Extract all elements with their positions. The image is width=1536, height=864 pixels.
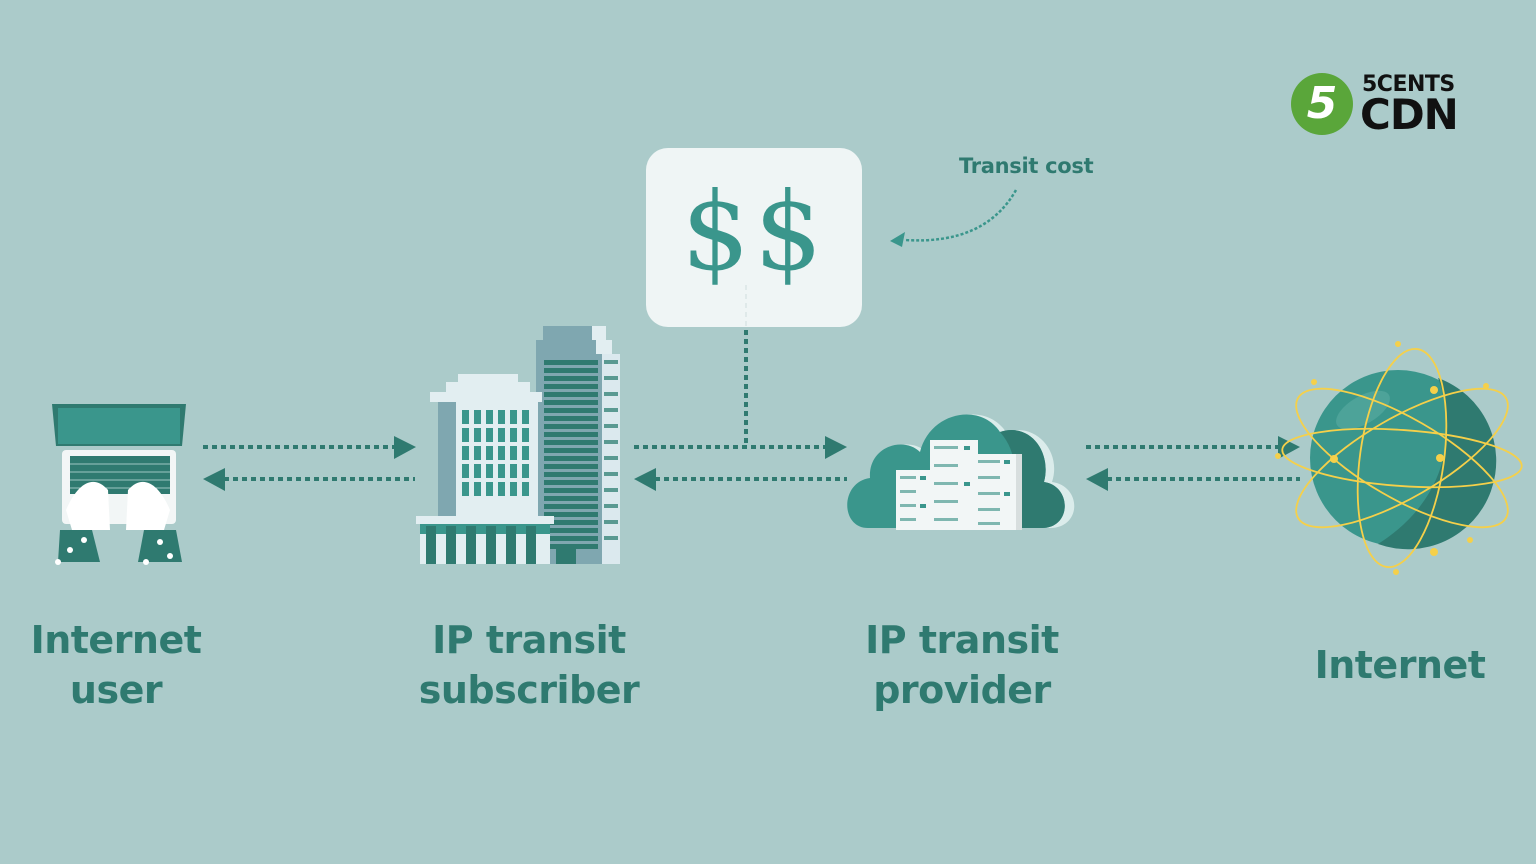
logo-text-top: 5CENTS bbox=[1362, 72, 1455, 97]
label-line: IP transit bbox=[865, 618, 1059, 662]
label-line: provider bbox=[873, 668, 1051, 712]
label-line: Internet bbox=[30, 618, 202, 662]
transit-cost-card: $$ bbox=[646, 148, 862, 327]
dollar-signs: $$ bbox=[681, 170, 827, 295]
node-label-internet-user: Internet user bbox=[16, 615, 216, 715]
label-line: Internet bbox=[1314, 643, 1486, 687]
logo-badge: 5 bbox=[1291, 73, 1353, 135]
globe-orbit-icon bbox=[1275, 341, 1523, 575]
logo-text-bottom: CDN bbox=[1360, 90, 1459, 139]
office-buildings-icon bbox=[416, 326, 620, 564]
laptop-typing-icon bbox=[52, 404, 186, 565]
node-label-ip-transit-subscriber: IP transit subscriber bbox=[400, 615, 658, 715]
label-line: user bbox=[69, 668, 163, 712]
node-label-internet: Internet bbox=[1300, 640, 1500, 690]
node-label-ip-transit-provider: IP transit provider bbox=[852, 615, 1072, 715]
label-line: subscriber bbox=[418, 668, 640, 712]
transit-cost-label: Transit cost bbox=[959, 154, 1094, 178]
cloud-servers-icon bbox=[847, 414, 1075, 530]
label-line: IP transit bbox=[432, 618, 626, 662]
